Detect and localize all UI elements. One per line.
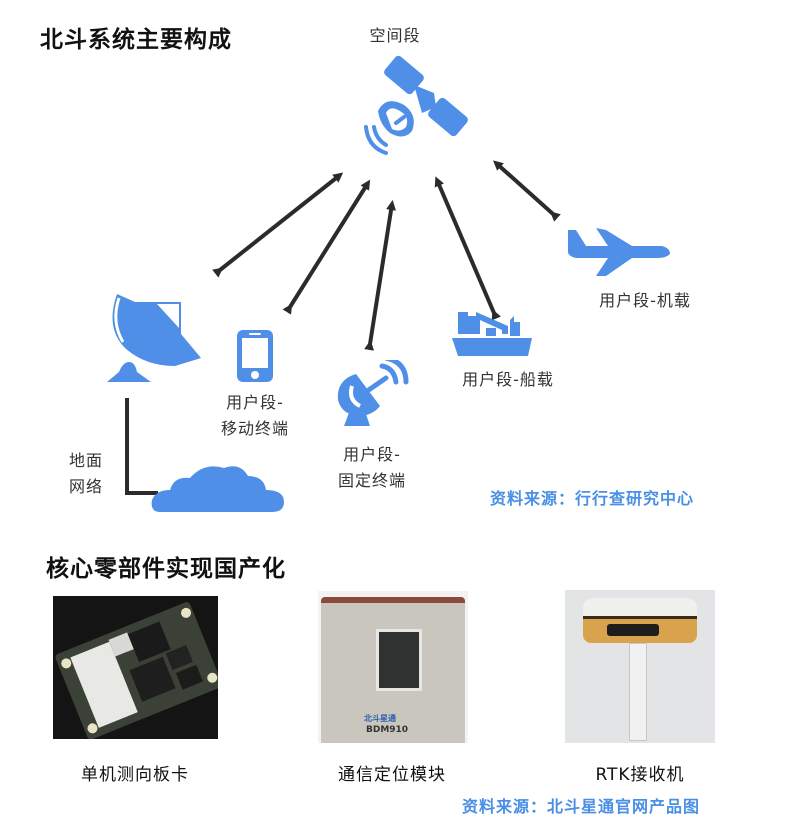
module-model-text: BDM910 <box>366 725 409 735</box>
ground-network-label: 地面 网络 <box>68 451 103 496</box>
rtk-receiver-photo <box>565 590 715 743</box>
airborne-label: 用户段-机载 <box>599 291 691 310</box>
component-caption-3: RTK接收机 <box>595 765 685 785</box>
satellite-dish-icon <box>105 288 205 388</box>
antenna-icon <box>330 360 410 432</box>
components-title: 核心零部件实现国产化 <box>46 556 286 582</box>
space-segment-label: 空间段 <box>369 26 421 45</box>
cloud-icon <box>150 460 286 514</box>
arrow-aircraft <box>493 160 561 222</box>
arrow-ship <box>434 176 501 321</box>
communication-module-photo: 北斗星通 BDM910 <box>318 591 468 743</box>
mobile-terminal-label: 用户段- 移动终端 <box>220 393 289 438</box>
component-caption-2: 通信定位模块 <box>338 765 446 785</box>
component-caption-1: 单机测向板卡 <box>81 765 189 785</box>
airplane-icon <box>566 228 672 278</box>
ground-network-line <box>125 398 158 495</box>
circuit-board-photo <box>53 596 218 739</box>
satellite-icon <box>360 55 475 155</box>
ship-borne-label: 用户段-船载 <box>462 370 554 389</box>
ship-icon <box>452 310 536 360</box>
diagram-source: 资料来源：行行查研究中心 <box>490 489 695 508</box>
arrow-mobile <box>282 179 371 315</box>
arrow-fixed <box>364 200 397 351</box>
fixed-terminal-label: 用户段- 固定终端 <box>337 445 406 490</box>
components-source: 资料来源：北斗星通官网产品图 <box>462 797 701 816</box>
diagram-title: 北斗系统主要构成 <box>40 27 232 53</box>
module-brand-text: 北斗星通 <box>364 714 396 723</box>
smartphone-icon <box>235 328 275 384</box>
